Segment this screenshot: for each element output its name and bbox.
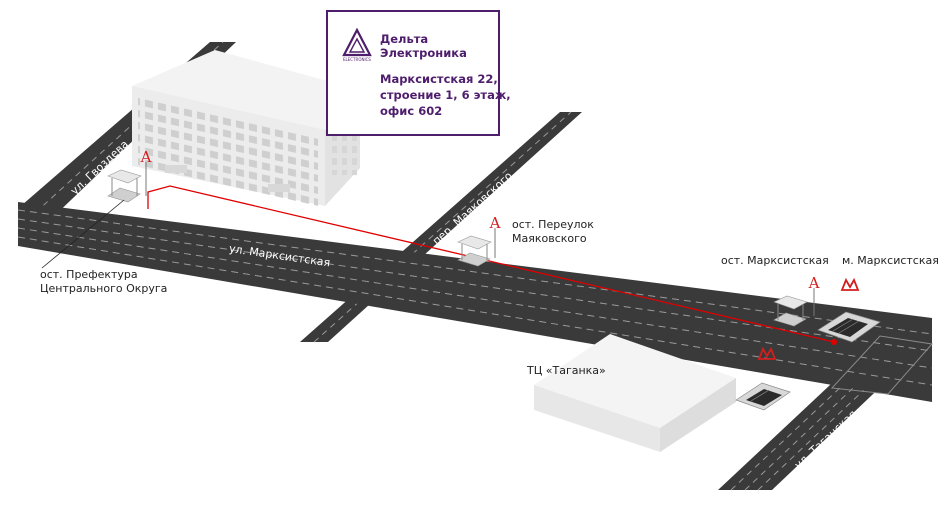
metro-sign-icon (840, 277, 860, 291)
svg-text:A: A (489, 214, 501, 232)
address-line2: строение 1, 6 этаж, (380, 88, 511, 102)
street-marksistskaya (17, 202, 933, 402)
company-name-line1: Дельта (380, 32, 429, 46)
route-end-dot (831, 339, 837, 345)
delta-logo-icon: ELECTRONICS (342, 28, 372, 62)
metro-entrance-icon (817, 311, 881, 343)
svg-text:A: A (140, 148, 152, 166)
logo-text: ELECTRONICS (343, 57, 371, 62)
stop-label-prefecture: ост. Префектура Центрального Округа (40, 268, 167, 296)
bus-stop-sign-icon: A (489, 214, 501, 258)
company-name-line2: Электроника (380, 46, 467, 60)
mall-building (534, 334, 736, 452)
stop-mayakovsky-line1: ост. Переулок (512, 218, 594, 231)
address-line1: Марксистская 22, (380, 72, 498, 86)
company-card: ELECTRONICS Дельта Электроника Марксистс… (326, 10, 511, 136)
place-label-taganka-mall: ТЦ «Таганка» (527, 364, 606, 377)
bus-stop-sign-icon: A (140, 148, 152, 196)
bus-stop-sign-icon: A (808, 274, 820, 316)
stop-mayakovsky-line2: Маяковского (512, 232, 587, 245)
company-address: Марксистская 22, строение 1, 6 этаж, офи… (380, 71, 511, 119)
stop-label-mayakovsky: ост. Переулок Маяковского (512, 218, 594, 246)
bus-shelter-icon (457, 235, 492, 267)
svg-text:A: A (808, 274, 820, 292)
stop-prefecture-line1: ост. Префектура (40, 268, 138, 281)
metro-label-marksistskaya: м. Марксистская (842, 254, 939, 267)
stop-prefecture-line2: Центрального Округа (40, 282, 168, 295)
stop-label-marksistskaya: ост. Марксистская (721, 254, 829, 267)
metro-sign-icon (757, 346, 777, 360)
company-name: Дельта Электроника (380, 32, 467, 60)
bus-shelter-icon (107, 169, 142, 203)
metro-entrance-icon (735, 382, 791, 411)
callout-prefecture (41, 199, 125, 269)
bus-shelter-icon (773, 295, 808, 327)
route-line (147, 185, 835, 343)
address-line3: офис 602 (380, 104, 443, 118)
